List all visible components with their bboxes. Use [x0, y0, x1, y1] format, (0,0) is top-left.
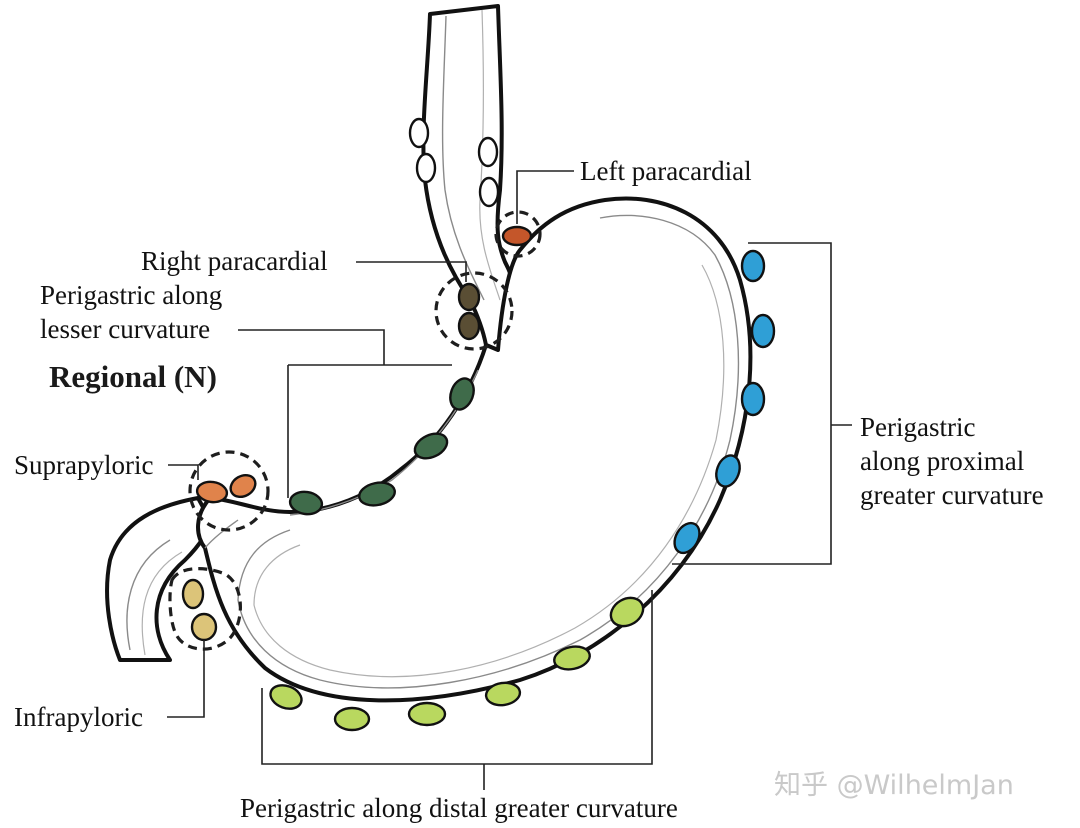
label-proximal-greater-line3: greater curvature — [860, 480, 1044, 510]
right-paracardial-node — [457, 282, 481, 312]
lesser-curvature-node — [288, 490, 324, 516]
proximal-greater-node — [740, 381, 766, 417]
duodenum — [105, 496, 212, 662]
label-left-paracardial: Left paracardial — [580, 156, 752, 186]
suprapyloric-leader — [168, 464, 199, 480]
leader-lines — [167, 170, 852, 790]
infrapyloric-circle — [168, 567, 242, 651]
left-paracardial-group — [494, 210, 542, 258]
left-paracardial-leader — [516, 170, 574, 224]
esophageal-node — [478, 176, 500, 208]
lesser-curvature-node — [449, 377, 475, 411]
infrapyloric-leader — [167, 640, 205, 718]
distal-greater-node — [269, 684, 303, 710]
lesser-curvature-bracket — [238, 329, 452, 498]
label-proximal-greater-line2: along proximal — [860, 446, 1024, 476]
left-paracardial-circle — [494, 210, 542, 258]
distal-greater-node — [407, 701, 447, 727]
label-proximal-greater-line1: Perigastric — [860, 412, 975, 442]
proximal-greater-bracket — [672, 242, 852, 565]
distal-greater-bracket — [261, 590, 653, 790]
proximal-greater-curvature-nodes — [673, 249, 776, 555]
esophageal-node — [477, 136, 499, 168]
watermark: 知乎 @WilhelmJan — [774, 770, 1014, 801]
label-distal-greater: Perigastric along distal greater curvatu… — [240, 793, 678, 823]
suprapyloric-node — [229, 473, 257, 499]
infrapyloric-node — [190, 612, 218, 642]
esophageal-nodes — [408, 117, 500, 208]
right-paracardial-circle — [434, 271, 514, 351]
lesser-curvature-nodes — [288, 377, 475, 516]
lesser-curvature-node — [358, 481, 396, 507]
label-regional: Regional (N) — [49, 359, 217, 394]
distal-greater-curvature-nodes — [269, 596, 645, 732]
proximal-greater-node — [715, 454, 741, 488]
suprapyloric-group — [188, 450, 270, 532]
right-paracardial-node — [457, 311, 481, 341]
label-suprapyloric: Suprapyloric — [14, 450, 153, 480]
distal-greater-node — [553, 645, 591, 671]
labels: Left paracardial Right paracardial Perig… — [14, 156, 1044, 823]
proximal-greater-node — [740, 249, 766, 283]
distal-greater-node — [609, 596, 645, 628]
esophageal-node — [415, 152, 437, 184]
distal-greater-node — [484, 681, 522, 707]
label-right-paracardial: Right paracardial — [141, 246, 328, 276]
right-paracardial-leader — [356, 261, 467, 282]
label-lesser-curvature-line2: lesser curvature — [40, 314, 210, 344]
proximal-greater-node — [750, 313, 776, 349]
distal-greater-node — [333, 706, 371, 732]
label-lesser-curvature-line1: Perigastric along — [40, 280, 222, 310]
label-infrapyloric: Infrapyloric — [14, 702, 143, 732]
infrapyloric-node — [181, 578, 205, 610]
lesser-curvature-node — [413, 432, 449, 460]
suprapyloric-circle — [188, 450, 270, 532]
proximal-greater-node — [673, 521, 701, 555]
left-paracardial-node — [501, 225, 533, 247]
suprapyloric-node — [195, 480, 229, 504]
infrapyloric-group — [168, 567, 242, 651]
esophageal-node — [408, 117, 430, 149]
right-paracardial-group — [434, 271, 514, 351]
